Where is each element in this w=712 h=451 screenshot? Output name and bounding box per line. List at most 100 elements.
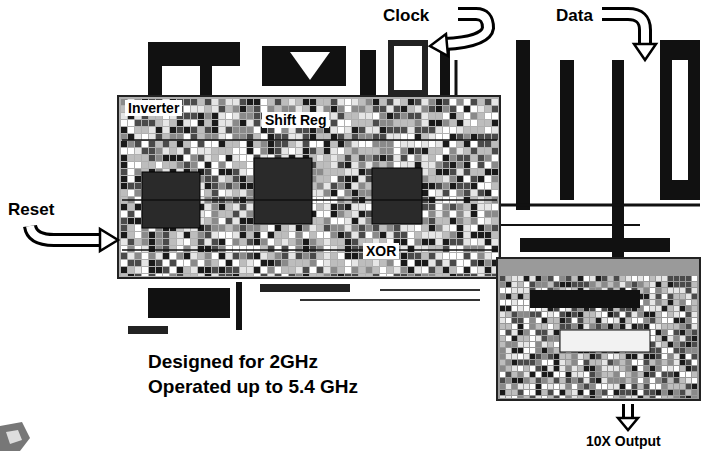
layout-cell <box>324 239 330 245</box>
layout-cell <box>324 176 330 182</box>
layout-cell <box>471 218 477 224</box>
layout-cell <box>650 366 655 371</box>
layout-cell <box>415 267 421 273</box>
layout-cell <box>135 225 141 231</box>
layout-cell <box>177 260 183 266</box>
layout-cell <box>614 366 619 371</box>
layout-cell <box>387 148 393 154</box>
layout-cell <box>198 120 204 126</box>
layout-cell <box>584 324 589 329</box>
layout-cell <box>394 162 400 168</box>
layout-cell <box>226 267 232 273</box>
layout-cell <box>177 155 183 161</box>
layout-cell <box>584 354 589 359</box>
layout-cell <box>359 218 365 224</box>
layout-cell <box>572 312 577 317</box>
layout-cell <box>219 141 225 147</box>
layout-cell <box>626 312 631 317</box>
layout-cell <box>536 342 541 347</box>
layout-cell <box>578 318 583 323</box>
layout-cell <box>632 324 637 329</box>
layout-cell <box>338 155 344 161</box>
layout-cell <box>457 218 463 224</box>
layout-cell <box>408 246 414 252</box>
layout-cell <box>662 372 667 377</box>
layout-cell <box>387 225 393 231</box>
layout-cell <box>506 342 511 347</box>
layout-cell <box>261 239 267 245</box>
layout-cell <box>638 282 643 287</box>
layout-cell <box>464 155 470 161</box>
layout-cell <box>289 134 295 140</box>
layout-cell <box>303 141 309 147</box>
layout-cell <box>485 204 491 210</box>
layout-cell <box>380 127 386 133</box>
layout-cell <box>692 276 697 281</box>
layout-cell <box>226 169 232 175</box>
layout-cell <box>656 306 661 311</box>
layout-cell <box>128 232 134 238</box>
layout-cell <box>149 260 155 266</box>
layout-cell <box>289 246 295 252</box>
layout-cell <box>317 218 323 224</box>
layout-cell <box>324 134 330 140</box>
layout-cell <box>656 366 661 371</box>
metal-block <box>262 46 346 86</box>
layout-cell <box>268 253 274 259</box>
layout-cell <box>478 225 484 231</box>
layout-cell <box>662 300 667 305</box>
layout-cell <box>394 260 400 266</box>
layout-cell <box>268 260 274 266</box>
layout-cell <box>205 99 211 105</box>
layout-cell <box>443 176 449 182</box>
layout-cell <box>500 312 505 317</box>
layout-cell <box>352 134 358 140</box>
layout-cell <box>436 260 442 266</box>
layout-cell <box>542 336 547 341</box>
layout-cell <box>247 169 253 175</box>
layout-cell <box>662 354 667 359</box>
layout-cell <box>596 360 601 365</box>
layout-cell <box>191 127 197 133</box>
layout-cell <box>380 260 386 266</box>
bus-line <box>122 199 497 201</box>
layout-cell <box>310 260 316 266</box>
layout-cell <box>485 267 491 273</box>
layout-cell <box>548 342 553 347</box>
layout-cell <box>542 348 547 353</box>
layout-cell <box>614 372 619 377</box>
layout-cell <box>436 183 442 189</box>
layout-cell <box>198 239 204 245</box>
layout-cell <box>331 232 337 238</box>
layout-cell <box>512 276 517 281</box>
layout-cell <box>345 225 351 231</box>
layout-cell <box>401 120 407 126</box>
layout-cell <box>282 134 288 140</box>
layout-cell <box>121 260 127 266</box>
layout-cell <box>296 232 302 238</box>
circuit-boundary <box>118 96 500 278</box>
layout-cell <box>638 276 643 281</box>
layout-cell <box>464 190 470 196</box>
layout-cell <box>303 267 309 273</box>
layout-cell <box>443 260 449 266</box>
layout-cell <box>500 336 505 341</box>
layout-cell <box>415 106 421 112</box>
layout-cell <box>366 120 372 126</box>
layout-cell <box>415 225 421 231</box>
layout-cell <box>240 246 246 252</box>
layout-cell <box>415 274 421 276</box>
layout-cell <box>471 155 477 161</box>
layout-cell <box>359 148 365 154</box>
layout-cell <box>401 155 407 161</box>
layout-cell <box>387 267 393 273</box>
layout-cell <box>656 354 661 359</box>
layout-cell <box>492 232 498 238</box>
layout-cell <box>380 232 386 238</box>
layout-cell <box>296 260 302 266</box>
layout-cell <box>205 211 211 217</box>
layout-cell <box>457 155 463 161</box>
layout-cell <box>359 176 365 182</box>
layout-cell <box>254 106 260 112</box>
layout-cell <box>226 155 232 161</box>
